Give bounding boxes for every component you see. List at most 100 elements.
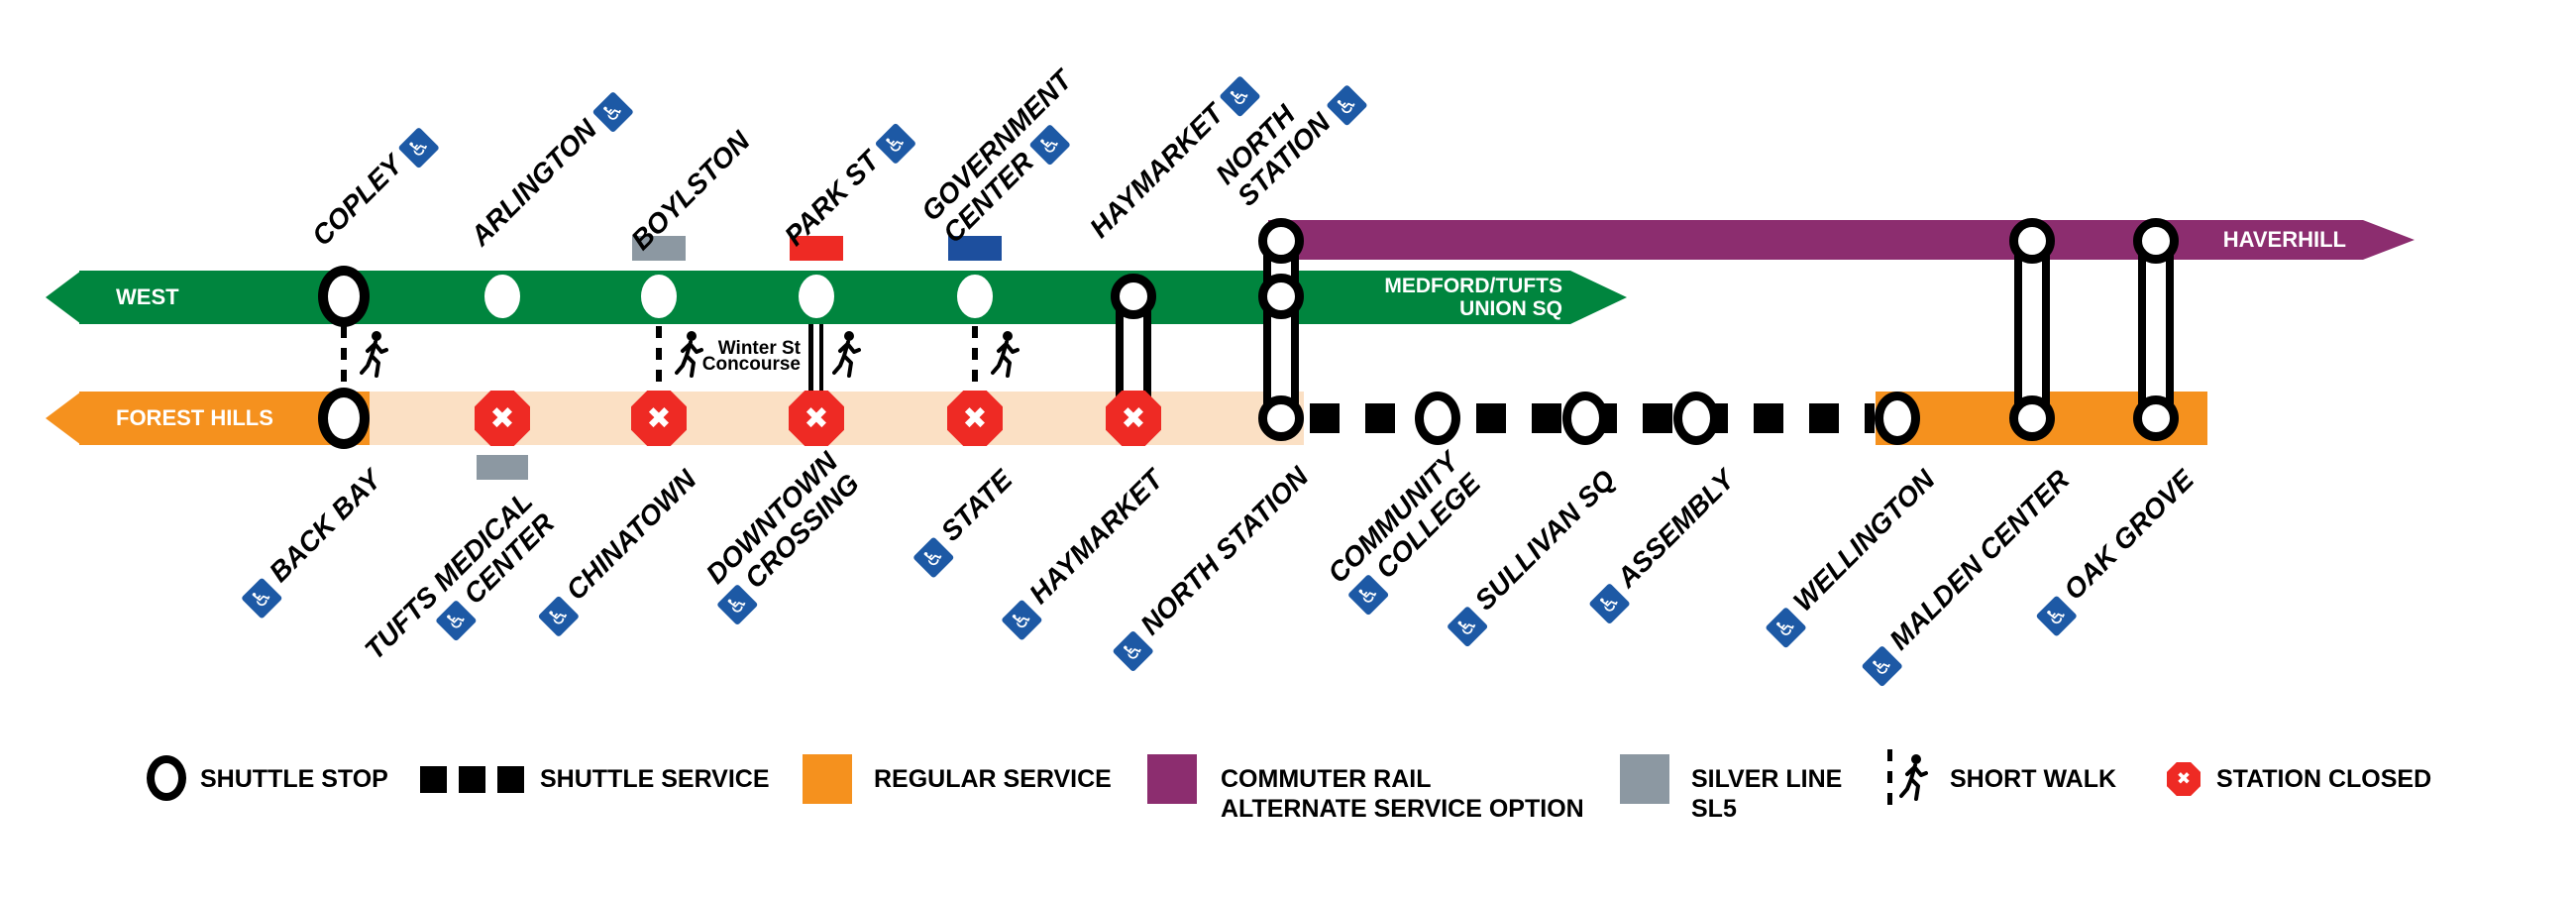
accessible-icon: ♿ xyxy=(1861,644,1904,688)
walking-person-icon xyxy=(832,331,861,378)
accessible-icon: ♿ xyxy=(912,536,955,579)
red-line-marker-park-st xyxy=(790,236,843,261)
green-line-east-label-line2: UNION SQ xyxy=(1459,297,1562,320)
commuter-rail-line xyxy=(1268,220,2363,260)
closed-x-glyph: ✖ xyxy=(2176,769,2192,789)
legend-silver-line-swatch xyxy=(1620,754,1669,804)
legend-label-regular-service: REGULAR SERVICE xyxy=(874,764,1112,794)
capsule-bottom-bulb-north-station xyxy=(1258,395,1304,441)
legend-label-line: SHUTTLE STOP xyxy=(200,765,388,793)
accessible-icon: ♿ xyxy=(715,583,759,626)
connector-capsule-oak-grove xyxy=(2138,241,2174,418)
legend-label-station-closed: STATION CLOSED xyxy=(2216,764,2431,794)
legend-label-line: SILVER LINE xyxy=(1691,765,1843,793)
capsule-top-bulb-oak-grove xyxy=(2133,218,2179,264)
short-walk-icon-park-st xyxy=(832,330,862,385)
green-line-east-label: MEDFORD/TUFTS UNION SQ xyxy=(1384,275,1562,320)
station-label-line: COPLEY♿ xyxy=(306,122,440,256)
station-label-boylston: BOYLSTON xyxy=(625,125,756,256)
accessible-icon: ♿ xyxy=(1112,629,1155,673)
concourse-line-b-park-st xyxy=(818,324,823,394)
orange-line-west-arrowhead xyxy=(46,392,81,445)
walking-person-icon xyxy=(360,331,388,378)
shuttle-stop-assembly xyxy=(1673,392,1719,445)
station-label-line: BOYLSTON xyxy=(625,125,756,256)
green-line-east-label-line1: MEDFORD/TUFTS xyxy=(1384,275,1562,297)
short-walk-icon-copley xyxy=(360,330,389,385)
closed-x-glyph: ✖ xyxy=(804,400,829,436)
closed-x-glyph: ✖ xyxy=(489,400,515,436)
legend-label-line: SL5 xyxy=(1691,795,1737,823)
station-label-line: ♿STATE xyxy=(908,464,1022,579)
shuttle-stop-sullivan-sq xyxy=(1562,392,1608,445)
short-walk-dashes-government-center xyxy=(972,326,978,390)
closed-station-icon-tufts-medical-center: ✖ xyxy=(475,391,530,446)
accessible-icon: ♿ xyxy=(1765,607,1808,649)
walking-person-icon xyxy=(991,331,1020,378)
legend-label-line: STATION CLOSED xyxy=(2216,765,2432,793)
capsule-mid-bulb-north-station xyxy=(1258,274,1304,319)
legend-label-line: REGULAR SERVICE xyxy=(874,765,1112,793)
blue-line-marker-government-center xyxy=(948,236,1002,261)
accessible-icon: ♿ xyxy=(591,90,634,134)
shuttle-stop-back-bay xyxy=(318,388,370,449)
accessible-icon: ♿ xyxy=(1219,75,1261,118)
legend-shuttle-service-dash xyxy=(420,766,447,793)
accessible-icon: ♿ xyxy=(435,599,479,642)
station-dot-park-st xyxy=(799,275,834,318)
accessible-icon: ♿ xyxy=(1028,123,1071,167)
station-dot-arlington xyxy=(484,275,520,318)
legend-label-line: ALTERNATE SERVICE OPTION xyxy=(1221,795,1584,823)
walking-person-icon xyxy=(1899,754,1928,801)
shuttle-stop-copley xyxy=(318,266,370,327)
concourse-line-a-park-st xyxy=(808,324,813,394)
orange-line-west-label: FOREST HILLS xyxy=(116,405,273,430)
legend-shuttle-service-dash xyxy=(497,766,524,793)
closed-station-icon-state: ✖ xyxy=(947,391,1003,446)
legend-label-line: SHORT WALK xyxy=(1950,765,2117,793)
closed-station-icon-haymarket-orange: ✖ xyxy=(1106,391,1161,446)
accessible-icon: ♿ xyxy=(874,122,917,166)
short-walk-dashes-copley xyxy=(341,326,347,390)
silver-line-marker-boylston xyxy=(632,236,686,261)
accessible-icon: ♿ xyxy=(2035,595,2078,637)
accessible-icon: ♿ xyxy=(1326,84,1368,127)
legend-label-short-walk: SHORT WALK xyxy=(1950,764,2116,794)
winter-st-concourse-note-line2: Concourse xyxy=(701,354,801,375)
capsule-top-bulb-north-station xyxy=(1258,218,1304,264)
station-label-park-st: PARK ST♿ xyxy=(779,118,917,256)
green-line-west-label: WEST xyxy=(116,284,179,309)
legend-short-walk-dashes xyxy=(1887,749,1892,807)
walking-person-icon xyxy=(675,331,703,378)
accessible-icon: ♿ xyxy=(1446,605,1489,648)
station-label-chinatown: ♿CHINATOWN xyxy=(533,464,706,638)
shuttle-stop-community-college xyxy=(1415,392,1460,445)
station-label-line: ♿CHINATOWN xyxy=(533,464,706,638)
winter-st-concourse-note: Winter St Concourse xyxy=(701,338,801,375)
closed-x-glyph: ✖ xyxy=(646,400,672,436)
connector-capsule-malden-center xyxy=(2014,241,2050,418)
station-label-downtown-crossing: DOWNTOWN♿CROSSING xyxy=(690,446,869,626)
accessible-icon: ♿ xyxy=(1001,599,1043,641)
station-label-back-bay: ♿BACK BAY xyxy=(236,464,391,619)
legend-regular-service-swatch xyxy=(803,754,852,804)
short-walk-icon-government-center xyxy=(991,330,1020,385)
station-dot-boylston xyxy=(641,275,677,318)
station-label-arlington: ARLINGTON♿ xyxy=(465,86,634,256)
legend-shuttle-service-dash xyxy=(459,766,485,793)
accessible-icon: ♿ xyxy=(538,595,581,638)
closed-x-glyph: ✖ xyxy=(962,400,988,436)
capsule-top-bulb-malden-center xyxy=(2009,218,2055,264)
silver-line-marker-tufts-medical-center xyxy=(477,455,528,480)
station-label-line: ♿BACK BAY xyxy=(236,464,391,619)
station-label-copley: COPLEY♿ xyxy=(306,122,440,256)
winter-st-concourse-note-line1: Winter St xyxy=(717,338,801,359)
legend-shuttle-stop-icon xyxy=(147,755,186,801)
shuttle-stop-wellington xyxy=(1875,392,1920,445)
green-line-west-arrowhead xyxy=(46,271,81,324)
capsule-bottom-bulb-oak-grove xyxy=(2133,395,2179,441)
closed-station-icon-chinatown: ✖ xyxy=(631,391,687,446)
